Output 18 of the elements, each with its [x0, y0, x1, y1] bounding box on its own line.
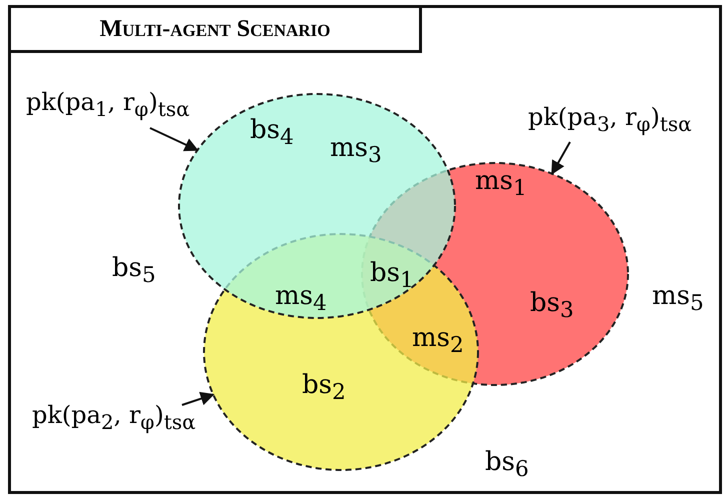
region-label: ms$_{5}$: [652, 281, 704, 318]
annotation-label: pk(pa$_{3}$, r$_{φ}$)$_{tsα}$: [528, 100, 692, 141]
region-label: bs$_{5}$: [112, 253, 156, 290]
region-label: bs$_{6}$: [485, 447, 529, 484]
region-label: ms$_{1}$: [475, 166, 527, 204]
region-label: bs$_{4}$: [250, 115, 294, 152]
annotation-label: pk(pa$_{1}$, r$_{φ}$)$_{tsα}$: [26, 85, 190, 126]
region-label: bs$_{2}$: [302, 370, 346, 408]
region-label: ms$_{2}$: [412, 323, 464, 360]
region-label: bs$_{1}$: [370, 258, 414, 296]
region-label: bs$_{3}$: [530, 288, 574, 326]
leader-arrow: [551, 142, 571, 175]
leader-arrow: [150, 127, 199, 152]
region-label: ms$_{4}$: [275, 281, 327, 318]
annotation-label: pk(pa$_{2}$, r$_{φ}$)$_{tsα}$: [32, 398, 196, 439]
region-label: ms$_{3}$: [330, 133, 382, 170]
leader-arrow: [182, 392, 215, 406]
title: Multi-agent Scenario: [8, 5, 422, 53]
